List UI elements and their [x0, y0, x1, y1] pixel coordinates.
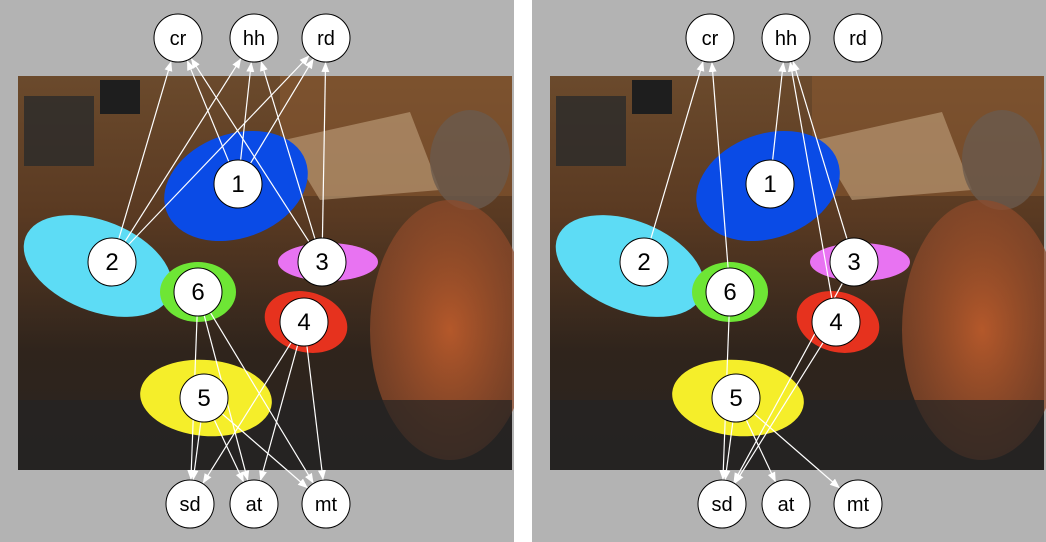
instrument-label: cr	[702, 28, 719, 50]
instrument-node-cr: cr	[685, 13, 735, 63]
cluster-node-3: 3	[829, 237, 879, 287]
instrument-label: mt	[315, 494, 338, 516]
instrument-node-sd: sd	[697, 479, 747, 529]
edge-2-to-rd	[128, 54, 310, 246]
cluster-label: 3	[847, 249, 860, 276]
edge-1-to-rd	[249, 58, 315, 164]
edge-3-to-hh	[792, 60, 848, 240]
edge-4-to-at	[259, 344, 299, 482]
instrument-label: sd	[711, 494, 732, 516]
edge-2-to-hh	[124, 57, 242, 243]
cluster-node-4: 4	[811, 297, 861, 347]
instrument-label: rd	[317, 28, 335, 50]
instrument-label: rd	[849, 28, 867, 50]
cluster-label: 1	[763, 171, 776, 198]
edge-6-to-cr	[708, 61, 729, 269]
cluster-node-5: 5	[711, 373, 761, 423]
instrument-node-at: at	[229, 479, 279, 529]
edge-3-to-hh	[260, 60, 316, 240]
cluster-label: 4	[297, 309, 310, 336]
cluster-node-5: 5	[179, 373, 229, 423]
instrument-node-mt: mt	[833, 479, 883, 529]
edge-2-to-cr	[118, 60, 173, 240]
cluster-label: 6	[723, 279, 736, 306]
instrument-node-rd: rd	[301, 13, 351, 63]
instrument-node-at: at	[761, 479, 811, 529]
edge-3-to-rd	[321, 61, 330, 239]
instrument-label: mt	[847, 494, 870, 516]
cluster-label: 5	[197, 385, 210, 412]
edge-4-to-sd	[202, 342, 292, 484]
cluster-node-2: 2	[87, 237, 137, 287]
edge-5-to-mt	[753, 413, 841, 489]
edge-5-to-at	[745, 419, 777, 483]
instrument-node-hh: hh	[761, 13, 811, 63]
cluster-node-6: 6	[173, 267, 223, 317]
instrument-label: at	[778, 494, 795, 516]
panel-left: 1 2 3 4 5 6 cr hh rd sd at mt	[0, 0, 514, 542]
cluster-label: 5	[729, 385, 742, 412]
cluster-node-2: 2	[619, 237, 669, 287]
instrument-label: at	[246, 494, 263, 516]
cluster-node-4: 4	[279, 297, 329, 347]
cluster-label: 2	[637, 249, 650, 276]
instrument-label: sd	[179, 494, 200, 516]
edge-6-to-mt	[209, 312, 315, 484]
cluster-node-6: 6	[705, 267, 755, 317]
edge-1-to-hh	[772, 61, 787, 161]
cluster-node-1: 1	[745, 159, 795, 209]
edge-4-to-hh	[787, 61, 833, 299]
cluster-node-1: 1	[213, 159, 263, 209]
edge-3-to-cr	[190, 57, 310, 243]
edge-5-to-mt	[221, 413, 309, 489]
instrument-node-cr: cr	[153, 13, 203, 63]
instrument-node-hh: hh	[229, 13, 279, 63]
diagram-svg: 1 2 3 4 5 6 cr hh rd sd at mt	[550, 13, 1046, 529]
instrument-node-rd: rd	[833, 13, 883, 63]
edge-4-to-sd	[734, 342, 824, 484]
instrument-node-mt: mt	[301, 479, 351, 529]
cluster-label: 1	[231, 171, 244, 198]
instrument-label: cr	[170, 28, 187, 50]
diagram-svg: 1 2 3 4 5 6 cr hh rd sd at mt	[18, 13, 514, 529]
edge-4-to-mt	[306, 345, 326, 481]
edge-1-to-hh	[240, 61, 255, 161]
instrument-label: hh	[775, 28, 797, 50]
instrument-node-sd: sd	[165, 479, 215, 529]
cluster-label: 2	[105, 249, 118, 276]
cluster-label: 4	[829, 309, 842, 336]
cluster-label: 6	[191, 279, 204, 306]
cluster-node-3: 3	[297, 237, 347, 287]
edge-5-to-at	[213, 419, 245, 483]
panel-right: 1 2 3 4 5 6 cr hh rd sd at mt	[532, 0, 1046, 542]
instrument-label: hh	[243, 28, 265, 50]
cluster-label: 3	[315, 249, 328, 276]
edge-2-to-cr	[650, 60, 705, 240]
